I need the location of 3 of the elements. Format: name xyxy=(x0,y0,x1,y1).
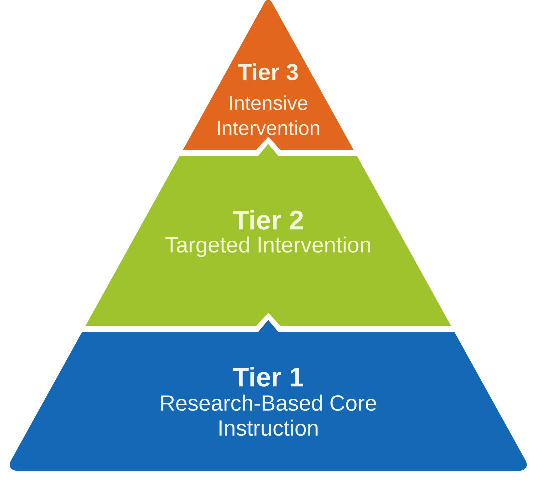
pyramid-tier: Tier 2 Targeted Intervention xyxy=(86,156,452,326)
pyramid-tier: Tier 1 Research-Based Core Instruction xyxy=(10,332,527,471)
pyramid-tier: Tier 3 Intensive Intervention xyxy=(183,0,354,150)
